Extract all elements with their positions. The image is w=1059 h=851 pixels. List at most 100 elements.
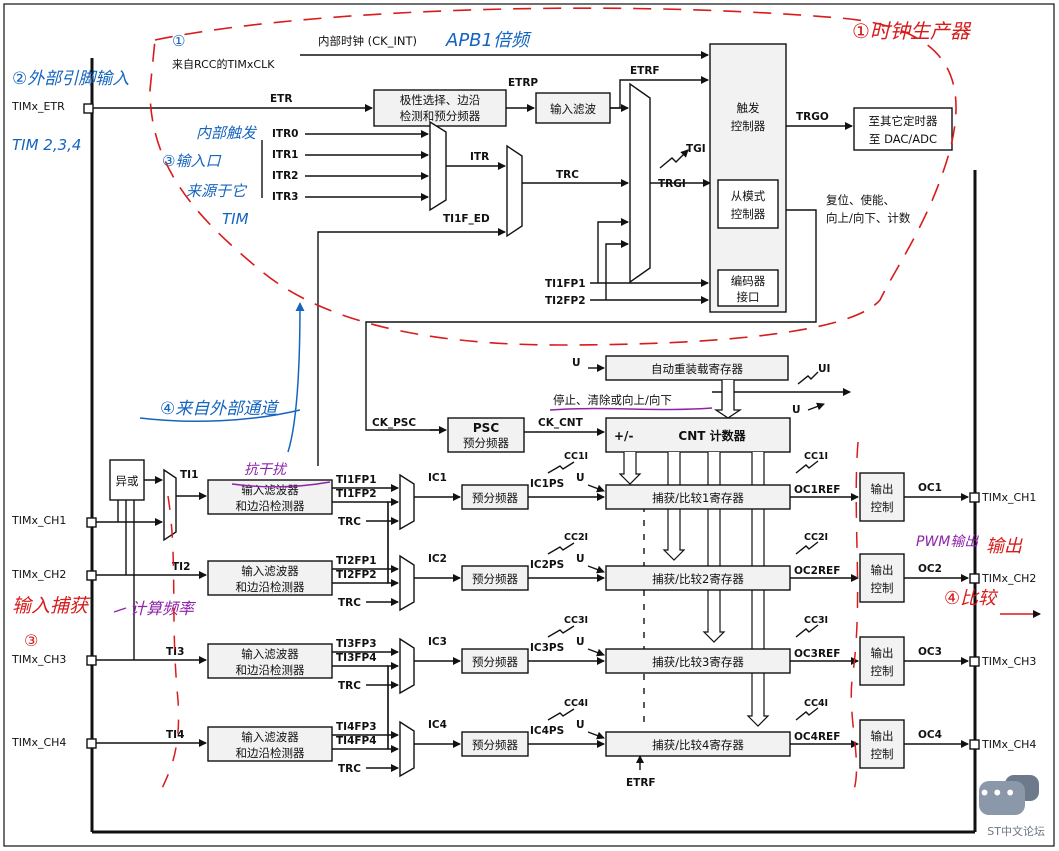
output-pin-label-1: TIMx_CH1 — [981, 491, 1036, 504]
ccr-block — [605, 484, 791, 510]
xor-label: 异或 — [116, 474, 139, 488]
oc-label: OC3 — [918, 646, 942, 658]
output-boundary — [850, 441, 859, 791]
fp-b-label: TI2FP2 — [336, 569, 377, 581]
arr-block — [605, 355, 789, 381]
compare-note: ④比较 — [944, 588, 999, 609]
ti1fp1-top-label: TI1FP1 — [545, 278, 586, 290]
ic-mux — [399, 720, 415, 778]
prescaler-block — [461, 648, 529, 674]
input-capture-note: 输入捕获 — [12, 595, 91, 617]
u-right-label: U — [792, 404, 801, 416]
u-label: U — [576, 636, 585, 648]
slave-line2: 控制器 — [731, 207, 766, 221]
trgo-target2: 至 DAC/ADC — [869, 132, 937, 146]
icps-label: IC1PS — [530, 478, 564, 490]
ccr-label: 捕获/比较1寄存器 — [652, 491, 744, 505]
trgo-target1: 至其它定时器 — [869, 114, 938, 128]
trc-label: TRC — [556, 169, 579, 181]
clock-source-label: 来自RCC的TIMxCLK — [172, 57, 275, 71]
cci-label: CC3I — [564, 615, 588, 626]
filter-line1: 输入滤波器 — [241, 564, 299, 578]
forum-watermark: ••• ST中文论坛 — [963, 765, 1053, 845]
cnt-sign: +/- — [614, 429, 633, 443]
channel-1: 输入滤波器和边沿检测器TI1FP1TI1FP2TRCIC1预分频器IC1PSCC… — [207, 451, 969, 587]
tim234-note: TIM 2,3,4 — [12, 136, 81, 154]
cci-out-arrow — [795, 624, 819, 638]
etrf-line — [619, 76, 709, 108]
ti4-label: TI4 — [166, 729, 184, 741]
ocref-label: OC1REF — [794, 484, 840, 496]
ch1-pin — [86, 517, 97, 528]
output-line2: 控制 — [871, 581, 894, 595]
ui-label: UI — [818, 363, 830, 375]
cci-out-arrow — [795, 707, 819, 721]
ui-arrow — [797, 371, 819, 385]
ti1-label: TI1 — [180, 469, 198, 481]
chat-dots-icon: ••• — [978, 781, 1017, 805]
prescaler-label: 预分频器 — [472, 738, 518, 752]
calc-freq-dash — [113, 607, 127, 613]
ch1-pin-label: TIMx_CH1 — [11, 514, 66, 527]
slave-line1: 从模式 — [731, 189, 766, 203]
internal-clock-label: 内部时钟 (CK_INT) — [318, 34, 417, 48]
icps-label: IC3PS — [530, 642, 564, 654]
circle1-note: ① — [172, 32, 185, 50]
etrf-label: ETRF — [630, 65, 660, 77]
filter-edge-block — [207, 479, 333, 515]
u-line — [587, 484, 605, 493]
ch3-pin — [86, 655, 97, 666]
ocref-label: OC3REF — [794, 648, 840, 660]
slave-mode-block — [717, 179, 779, 229]
ch4-pin-label: TIMx_CH4 — [11, 736, 66, 749]
filter-line2: 和边沿检测器 — [236, 499, 305, 513]
ti2-label: TI2 — [172, 561, 190, 573]
internal-trigger-note2: ③输入口 — [162, 152, 221, 170]
ic-label: IC2 — [428, 553, 447, 565]
output-line1: 输出 — [871, 729, 894, 743]
ck-psc-route — [365, 209, 817, 431]
trgi-mux — [629, 82, 651, 284]
prescaler-block — [461, 565, 529, 591]
output-control-block — [859, 636, 905, 686]
fp-a-label: TI3FP3 — [336, 638, 377, 650]
pwm-note: PWM输出 — [916, 534, 979, 550]
trgi-label: TRGI — [658, 178, 686, 190]
etrf-bottom-label: ETRF — [626, 777, 656, 789]
u-label: U — [576, 553, 585, 565]
itr1-label: ITR1 — [272, 149, 298, 161]
ti2fp2-top-label: TI2FP2 — [545, 295, 586, 307]
trigger-line1: 触发 — [737, 101, 760, 115]
cci-out-arrow — [795, 460, 819, 474]
itr-mux — [429, 120, 447, 212]
ccr-block — [605, 565, 791, 591]
prescaler-label: 预分频器 — [472, 491, 518, 505]
u-arr-label: U — [572, 357, 581, 369]
etr-signal-label: ETR — [270, 93, 292, 105]
ti2fp2-mux-line — [605, 240, 629, 300]
fp-cross-line — [387, 662, 399, 749]
prescaler-label: 预分频器 — [472, 655, 518, 669]
etr-pin — [83, 103, 94, 114]
u-line — [587, 648, 605, 657]
cci-out-label: CC4I — [804, 698, 828, 709]
fp-cross-line — [387, 666, 399, 753]
outer-frame — [3, 3, 1055, 847]
fp-a-label: TI2FP1 — [336, 555, 377, 567]
psc-sub: 预分频器 — [463, 436, 509, 450]
oc-label: OC4 — [918, 729, 942, 741]
channel-2: 输入滤波器和边沿检测器TI2FP1TI2FP2TRCIC2预分频器IC2PSCC… — [207, 498, 969, 612]
calc-freq-note: 计算频率 — [130, 599, 197, 618]
internal-trigger-note4: TIM — [222, 210, 249, 228]
ti3-label: TI3 — [166, 646, 184, 658]
cci-label: CC4I — [564, 698, 588, 709]
ch2-pin — [86, 570, 97, 581]
channel-4: 输入滤波器和边沿检测器TI4FP3TI4FP4TRCIC4预分频器IC4PSCC… — [207, 662, 969, 778]
cnt-label: CNT 计数器 — [678, 428, 746, 443]
cci-label: CC1I — [564, 451, 588, 462]
fp-cross-line — [387, 498, 399, 583]
ic-mux — [399, 473, 415, 531]
